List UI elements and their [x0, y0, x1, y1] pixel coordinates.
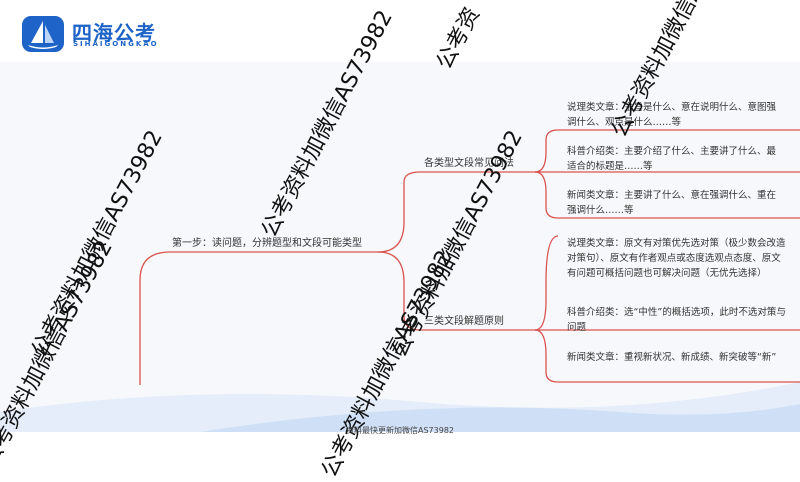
- brand-subtitle: SIHAIGONGKAO: [73, 40, 159, 48]
- leaf-news-principle: 新闻类文章：重视新状况、新成绩、新突破等“新”: [567, 352, 777, 363]
- branch-solving-principles: 三类文段解题原则: [424, 316, 504, 327]
- brand-name: 四海公考: [72, 21, 156, 45]
- slide-canvas: [0, 62, 800, 432]
- branch-common-questions: 各类型文段常见问法: [424, 158, 514, 169]
- leaf-science-questions: 科普介绍类：主要介绍了什么、主要讲了什么、最适合的标题是……等: [567, 146, 777, 172]
- mindmap-connectors: [139, 129, 800, 385]
- wave-decoration: [0, 382, 800, 432]
- leaf-argument-questions: 说理类文章：主旨是什么、意在说明什么、意图强调什么、观点是什么……等: [567, 102, 777, 128]
- leaf-argument-principle: 说理类文章：原文有对策优先选对策（极少数会改造对策句）、原文有作者观点或态度选观…: [567, 238, 786, 279]
- leaf-science-principle: 科普介绍类：选“中性”的概括选项，此时不选对策与问题: [567, 307, 786, 333]
- leaf-news-questions: 新闻类文章：主要讲了什么、意在强调什么、重在强调什么……等: [567, 190, 777, 216]
- sailboat-logo-icon: [22, 16, 64, 52]
- mindmap-root: 第一步：读问题，分辨题型和文段可能类型: [172, 238, 362, 249]
- header: 四海公考 SIHAIGONGKAO: [0, 0, 800, 60]
- footer-text: 资料最快更新加微信AS73982: [346, 426, 454, 435]
